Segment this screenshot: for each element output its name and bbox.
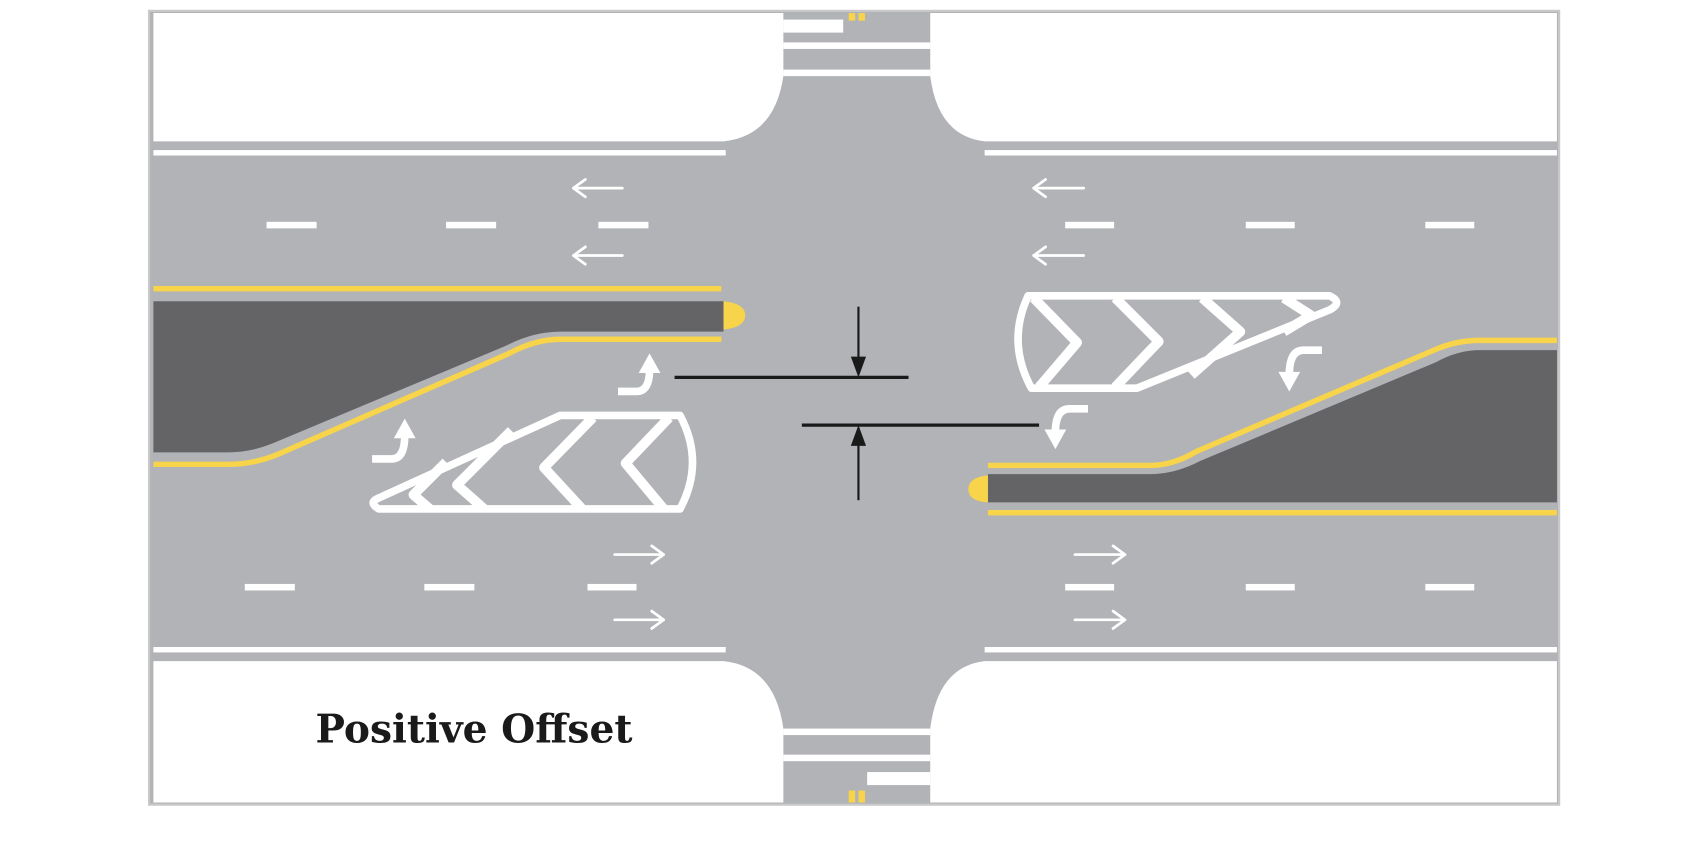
right-arrow-icon <box>613 544 666 565</box>
left-turn-arrow-icon <box>372 434 409 463</box>
frame <box>147 9 1561 806</box>
right-arrow-icon <box>1073 609 1127 630</box>
right-arrow-icon <box>613 609 666 630</box>
corner-block-top-left <box>153 13 784 142</box>
edge-lines <box>153 150 1557 653</box>
left-turn-arrow-icon <box>1051 405 1089 433</box>
corner-block-top-right <box>930 13 1557 142</box>
chevron-island-left <box>369 411 697 513</box>
diagram-caption: Positive Offset <box>316 707 633 753</box>
right-arrow-icon <box>1073 544 1127 565</box>
offset-dimension <box>674 306 1040 501</box>
arrowhead-icon <box>1278 371 1301 392</box>
chevron-island-right <box>1014 291 1341 393</box>
arrowhead-icon <box>1044 429 1067 450</box>
corner-block-bottom-right <box>930 661 1557 803</box>
left-arrow-icon <box>572 245 624 266</box>
lane-dashes <box>244 221 1475 591</box>
arrowhead-icon <box>638 353 661 373</box>
left-arrow-icon <box>572 178 624 199</box>
median-left <box>153 285 746 468</box>
left-turn-arrow-icon <box>1285 346 1322 376</box>
left-arrow-icon <box>1032 245 1086 266</box>
corner-block-bottom-left <box>153 661 784 803</box>
left-turn-arrow-icon <box>617 369 654 396</box>
crosswalk-bottom <box>783 728 931 803</box>
median-right <box>968 337 1557 516</box>
crosswalk-top <box>783 13 931 77</box>
left-arrow-icon <box>1032 178 1086 199</box>
arrowhead-icon <box>393 418 416 439</box>
